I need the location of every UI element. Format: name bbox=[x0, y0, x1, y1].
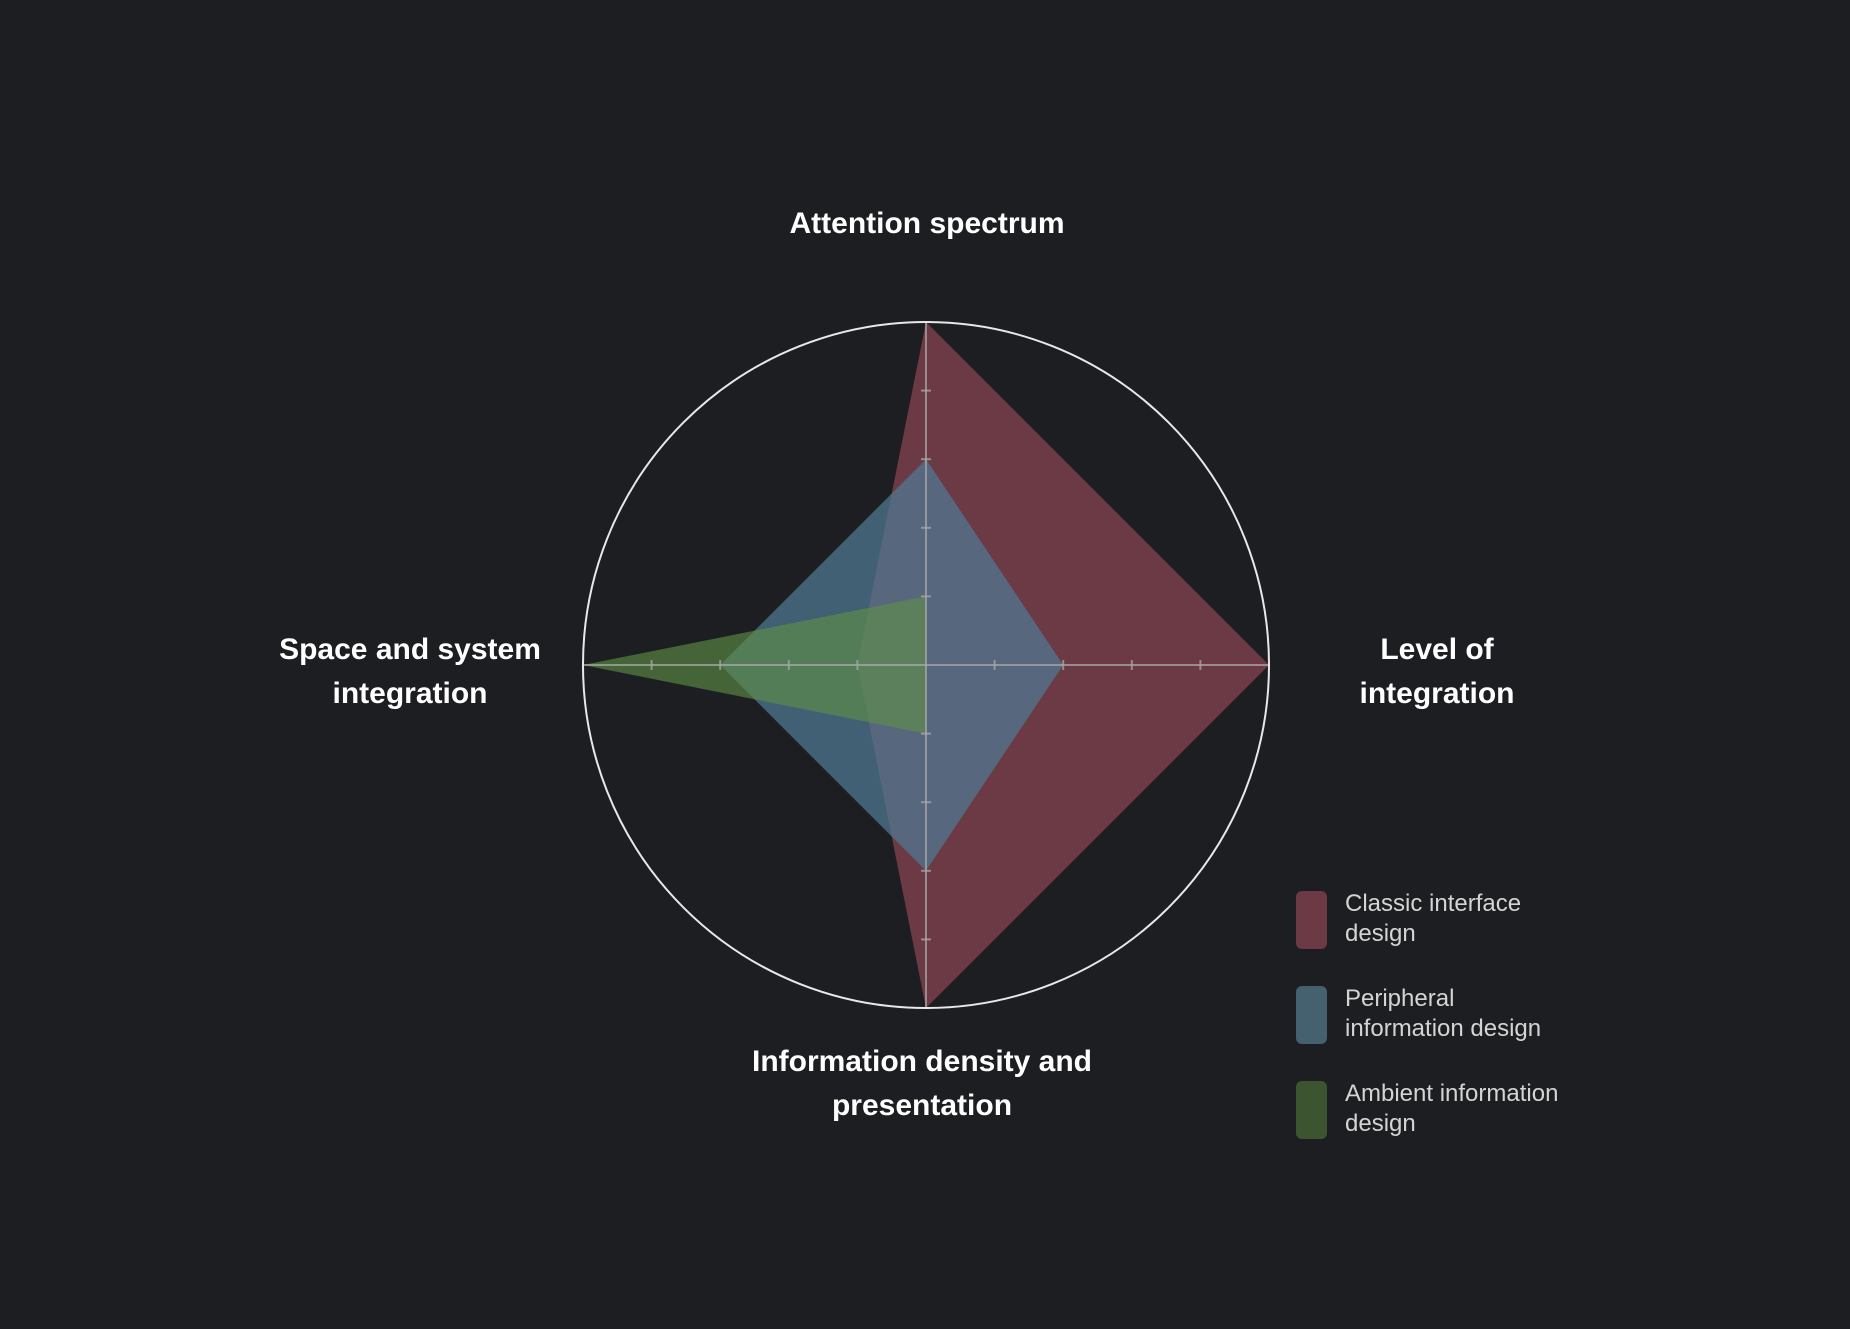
outer-circle bbox=[582, 321, 1270, 1009]
axis-label-space-and-system-integration: Space and system integration bbox=[279, 633, 541, 710]
legend-label-ambient: Ambient information design bbox=[1345, 1080, 1559, 1137]
axis-label-information-density: Information density and presentation bbox=[751, 1045, 1093, 1122]
axis-label-level-of-integration: Level of integration bbox=[1359, 633, 1515, 710]
legend-label-peripheral: Peripheral information design bbox=[1345, 985, 1542, 1042]
legend-swatch-peripheral bbox=[1296, 986, 1327, 1044]
legend-item-classic: Classic interface design bbox=[1296, 890, 1565, 949]
legend-item-ambient: Ambient information design bbox=[1296, 1080, 1565, 1139]
legend-item-peripheral: Peripheral information design bbox=[1296, 985, 1565, 1044]
legend-swatch-classic bbox=[1296, 891, 1327, 949]
legend-label-classic: Classic interface design bbox=[1345, 890, 1522, 947]
legend-swatch-ambient bbox=[1296, 1081, 1327, 1139]
axis-label-attention-spectrum: Attention spectrum bbox=[789, 207, 1065, 240]
legend: Classic interface design Peripheral info… bbox=[1296, 890, 1565, 1176]
